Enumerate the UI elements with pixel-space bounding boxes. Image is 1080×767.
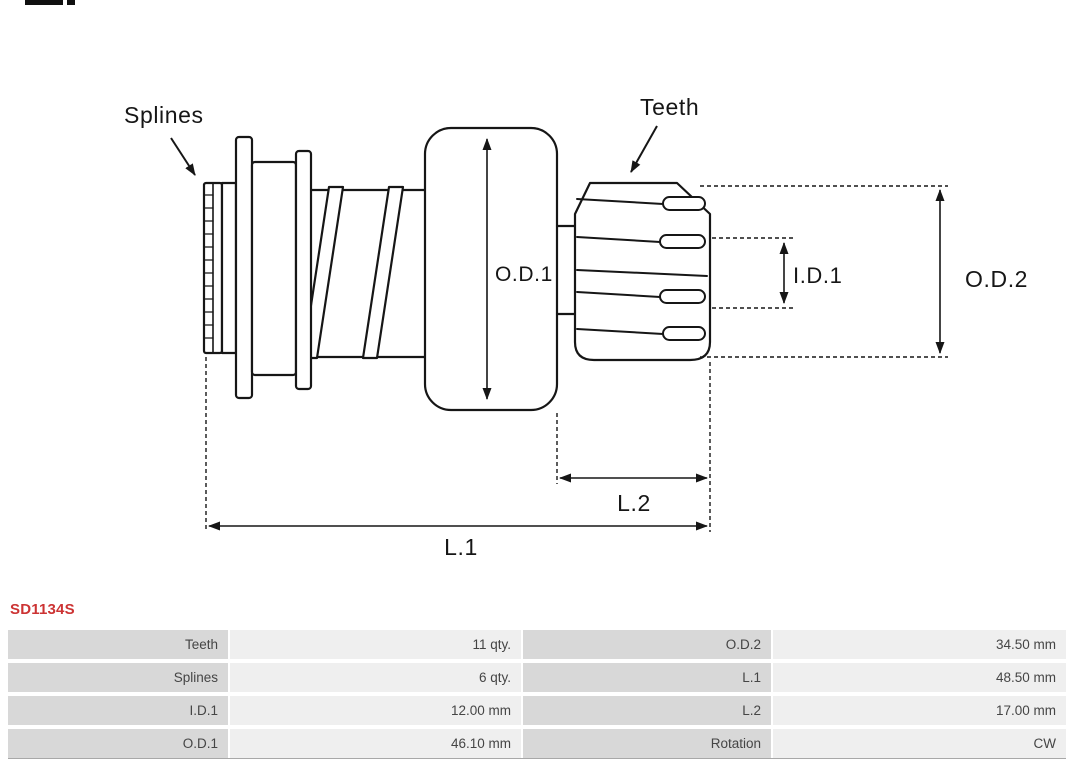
spec-value-l1: 48.50 mm [773, 663, 1066, 692]
spec-table: Teeth 11 qty. O.D.2 34.50 mm Splines 6 q… [8, 630, 1066, 759]
spec-label-od1: O.D.1 [8, 729, 228, 758]
spacer-cylinder [250, 160, 298, 377]
extension-dashed-lines [205, 185, 948, 532]
return-spring [301, 185, 405, 360]
teeth-arrow [630, 125, 658, 173]
spec-value-od1: 46.10 mm [230, 729, 521, 758]
l1-label: L.1 [444, 534, 478, 560]
od1-label: O.D.1 [495, 263, 553, 286]
od2-label: O.D.2 [965, 266, 1028, 292]
l2-label: L.2 [617, 490, 651, 516]
splined-shaft [202, 181, 224, 355]
front-flange [234, 135, 254, 400]
spec-label-od2: O.D.2 [523, 630, 771, 659]
id1-label: I.D.1 [793, 263, 842, 288]
spec-label-splines: Splines [8, 663, 228, 692]
spec-label-rotation: Rotation [523, 729, 771, 758]
spec-value-od2: 34.50 mm [773, 630, 1066, 659]
spec-value-teeth: 11 qty. [230, 630, 521, 659]
spline-hatching [203, 194, 214, 339]
teeth-label: Teeth [640, 94, 699, 120]
spec-value-l2: 17.00 mm [773, 696, 1066, 725]
pinion-gear [573, 181, 712, 362]
spec-label-l1: L.1 [523, 663, 771, 692]
spec-value-id1: 12.00 mm [230, 696, 521, 725]
rear-flange [294, 149, 313, 391]
technical-diagram: Splines Teeth O.D.1 I.D.1 O.D.2 L.2 L.1 [124, 94, 1028, 560]
splines-label: Splines [124, 102, 204, 128]
spec-label-id1: I.D.1 [8, 696, 228, 725]
table-row: Splines 6 qty. L.1 48.50 mm [8, 663, 1066, 692]
table-row: O.D.1 46.10 mm Rotation CW [8, 729, 1066, 758]
pinion-teeth-grooves [576, 196, 708, 341]
spec-label-l2: L.2 [523, 696, 771, 725]
spec-value-rotation: CW [773, 729, 1066, 758]
table-row: I.D.1 12.00 mm L.2 17.00 mm [8, 696, 1066, 725]
table-row: Teeth 11 qty. O.D.2 34.50 mm [8, 630, 1066, 659]
spec-value-splines: 6 qty. [230, 663, 521, 692]
logo-fragment-dot [67, 0, 75, 5]
spec-label-teeth: Teeth [8, 630, 228, 659]
shaft-collar [220, 181, 238, 355]
pinion-neck [555, 224, 577, 316]
splines-arrow [170, 137, 196, 176]
part-number: SD1134S [10, 601, 75, 618]
logo-fragment [25, 0, 63, 5]
